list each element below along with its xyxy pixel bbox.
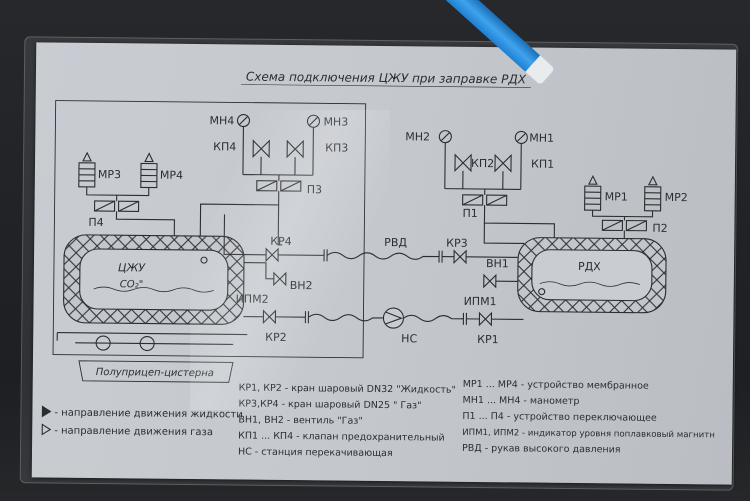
- legend-item-6: МР1 ... МР4 - устройство мембранное: [463, 379, 649, 392]
- label-mr2: МР2: [665, 191, 688, 204]
- legend-item-9: ИПМ1, ИПМ2 - индикатор уровня поплавковы…: [462, 428, 715, 441]
- legend-item-8: П1 ... П4 - устройство переключающее: [462, 411, 657, 424]
- tank-left-content: CO₂": [120, 279, 144, 290]
- legend-item-7: МН1 ... МН4 - манометр: [463, 395, 580, 407]
- tank-left: [79, 248, 229, 311]
- label-p4: П4: [88, 216, 103, 229]
- legend-item-1: КР1, КР2 - кран шаровый DN32 "Жидкость": [239, 382, 456, 395]
- label-mr3: МР3: [98, 168, 121, 181]
- label-rvd: РВД: [384, 236, 407, 249]
- label-kp4: КП4: [213, 140, 236, 153]
- label-ipm1: ИПМ1: [464, 295, 497, 308]
- label-mn1: МН1: [529, 132, 554, 145]
- tank-right: [531, 249, 653, 302]
- legend-item-2: КР3,КР4 - кран шаровый DN25 " Газ": [238, 398, 421, 411]
- label-vn1: ВН1: [486, 257, 509, 270]
- schematic-sheet: Схема подключения ЦЖУ при заправке РДХ Ц…: [31, 42, 737, 485]
- label-kp1: КП1: [531, 158, 554, 171]
- label-mn3: МН3: [323, 115, 348, 128]
- legend-gas: - направление движения газа: [54, 426, 213, 439]
- label-kr3: КР3: [446, 237, 468, 250]
- trailer-label: Полуприцеп-цистерна: [96, 367, 214, 379]
- label-mn4: МН4: [209, 114, 234, 127]
- label-p2: П2: [652, 222, 667, 235]
- label-ipm2: ИПМ2: [236, 292, 269, 305]
- tank-left-name: ЦЖУ: [118, 261, 147, 274]
- label-kr1: КР1: [477, 333, 499, 346]
- label-kr4: КР4: [270, 235, 292, 248]
- label-kr2: КР2: [265, 331, 287, 344]
- schematic-diagram: Схема подключения ЦЖУ при заправке РДХ Ц…: [41, 70, 715, 459]
- label-kp3: КП3: [325, 141, 348, 154]
- trailer-frame: [52, 100, 367, 359]
- label-mr1: МР1: [605, 190, 628, 203]
- label-p3: П3: [307, 183, 322, 196]
- label-mn2: МН2: [405, 130, 430, 143]
- legend-item-4: КП1 ... КП4 - клапан предохранительный: [238, 430, 445, 443]
- label-vn2: ВН2: [290, 279, 313, 292]
- legend-item-5: НС - станция перекачивающая: [238, 446, 393, 459]
- tank-right-name: РДХ: [578, 260, 601, 273]
- label-ns: НС: [401, 332, 417, 345]
- legend-item-3: ВН1, ВН2 - вентиль "Газ": [238, 414, 362, 426]
- label-kp2: КП2: [471, 157, 494, 170]
- diagram-title: Схема подключения ЦЖУ при заправке РДХ: [246, 70, 527, 87]
- legend-liquid: - направление движения жидкости: [54, 408, 242, 421]
- legend-item-10: РВД - рукав высокого давления: [462, 443, 621, 456]
- label-p1: П1: [462, 207, 477, 220]
- label-mr4: МР4: [160, 169, 183, 182]
